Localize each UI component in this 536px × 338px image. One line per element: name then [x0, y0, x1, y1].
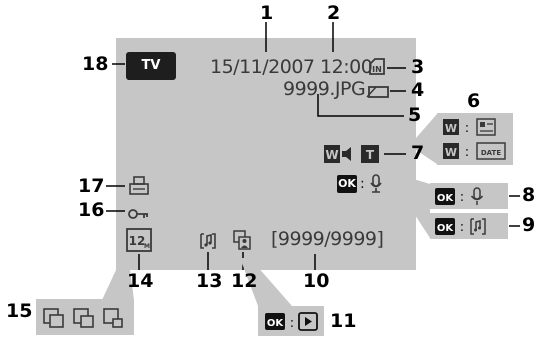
- callout-number-16: 16: [78, 199, 105, 221]
- ok-playback-icon: OK:: [264, 311, 320, 333]
- svg-text:OK: OK: [267, 318, 285, 329]
- callout-number-18: 18: [82, 53, 109, 75]
- date-time-readout: 15/11/2007 12:00: [210, 56, 373, 78]
- svg-text::: :: [465, 145, 469, 160]
- svg-text:OK: OK: [437, 223, 455, 234]
- svg-text:W: W: [445, 122, 457, 135]
- tv-mode-icon: TV: [126, 52, 176, 80]
- internal-memory-icon: IN: [368, 58, 386, 76]
- voice-memo-mic-icon: [369, 174, 383, 194]
- svg-text:12: 12: [129, 234, 146, 248]
- callout-number-6: 6: [467, 90, 481, 112]
- svg-text:IN: IN: [372, 65, 382, 74]
- small-picture-icon: W:: [442, 117, 510, 137]
- tv-mode-label: TV: [141, 58, 161, 73]
- protect-key-icon: [128, 205, 150, 219]
- image-mode-icon: [366, 84, 390, 98]
- print-order-icon: [128, 176, 150, 196]
- svg-text:DATE: DATE: [481, 149, 501, 157]
- svg-text:OK: OK: [437, 193, 455, 204]
- svg-text::: :: [460, 220, 464, 235]
- callout-number-12: 12: [231, 270, 258, 292]
- svg-text:M: M: [144, 243, 150, 250]
- ok-sound-playback-icon: OK:: [434, 217, 504, 237]
- callout-number-9: 9: [522, 214, 536, 236]
- callout-number-7: 7: [411, 142, 425, 164]
- svg-text::: :: [465, 121, 469, 136]
- ok-voice-memo-record-icon: OK:: [434, 187, 504, 207]
- callout-number-4: 4: [411, 79, 425, 101]
- callout-number-10: 10: [303, 270, 330, 292]
- image-quality-icons: [42, 307, 128, 329]
- callout-number-3: 3: [411, 56, 425, 78]
- separator-colon: :: [360, 176, 365, 192]
- callout-number-13: 13: [196, 270, 223, 292]
- date-imprint-icon: W: DATE: [442, 141, 510, 161]
- svg-text:T: T: [366, 148, 375, 162]
- svg-text::: :: [460, 190, 464, 205]
- d-lighting-icon: [233, 230, 251, 250]
- callout-number-11: 11: [330, 310, 357, 332]
- callout-number-8: 8: [522, 184, 536, 206]
- callout-number-17: 17: [78, 175, 105, 197]
- ok-button-icon: OK: [337, 175, 357, 193]
- callout-number-2: 2: [327, 2, 341, 24]
- file-name-readout: 9999.JPG: [283, 78, 366, 100]
- voice-memo-playback-icon: W T: [323, 143, 383, 165]
- callout-number-5: 5: [408, 104, 422, 126]
- frame-counter-readout: [9999/9999]: [271, 228, 384, 250]
- svg-text:W: W: [445, 146, 457, 159]
- sound-file-icon: [199, 231, 217, 251]
- callout-number-15: 15: [6, 300, 33, 322]
- callout-number-1: 1: [260, 2, 274, 24]
- svg-text:W: W: [325, 148, 338, 162]
- svg-text::: :: [290, 316, 294, 331]
- callout-number-14: 14: [127, 270, 154, 292]
